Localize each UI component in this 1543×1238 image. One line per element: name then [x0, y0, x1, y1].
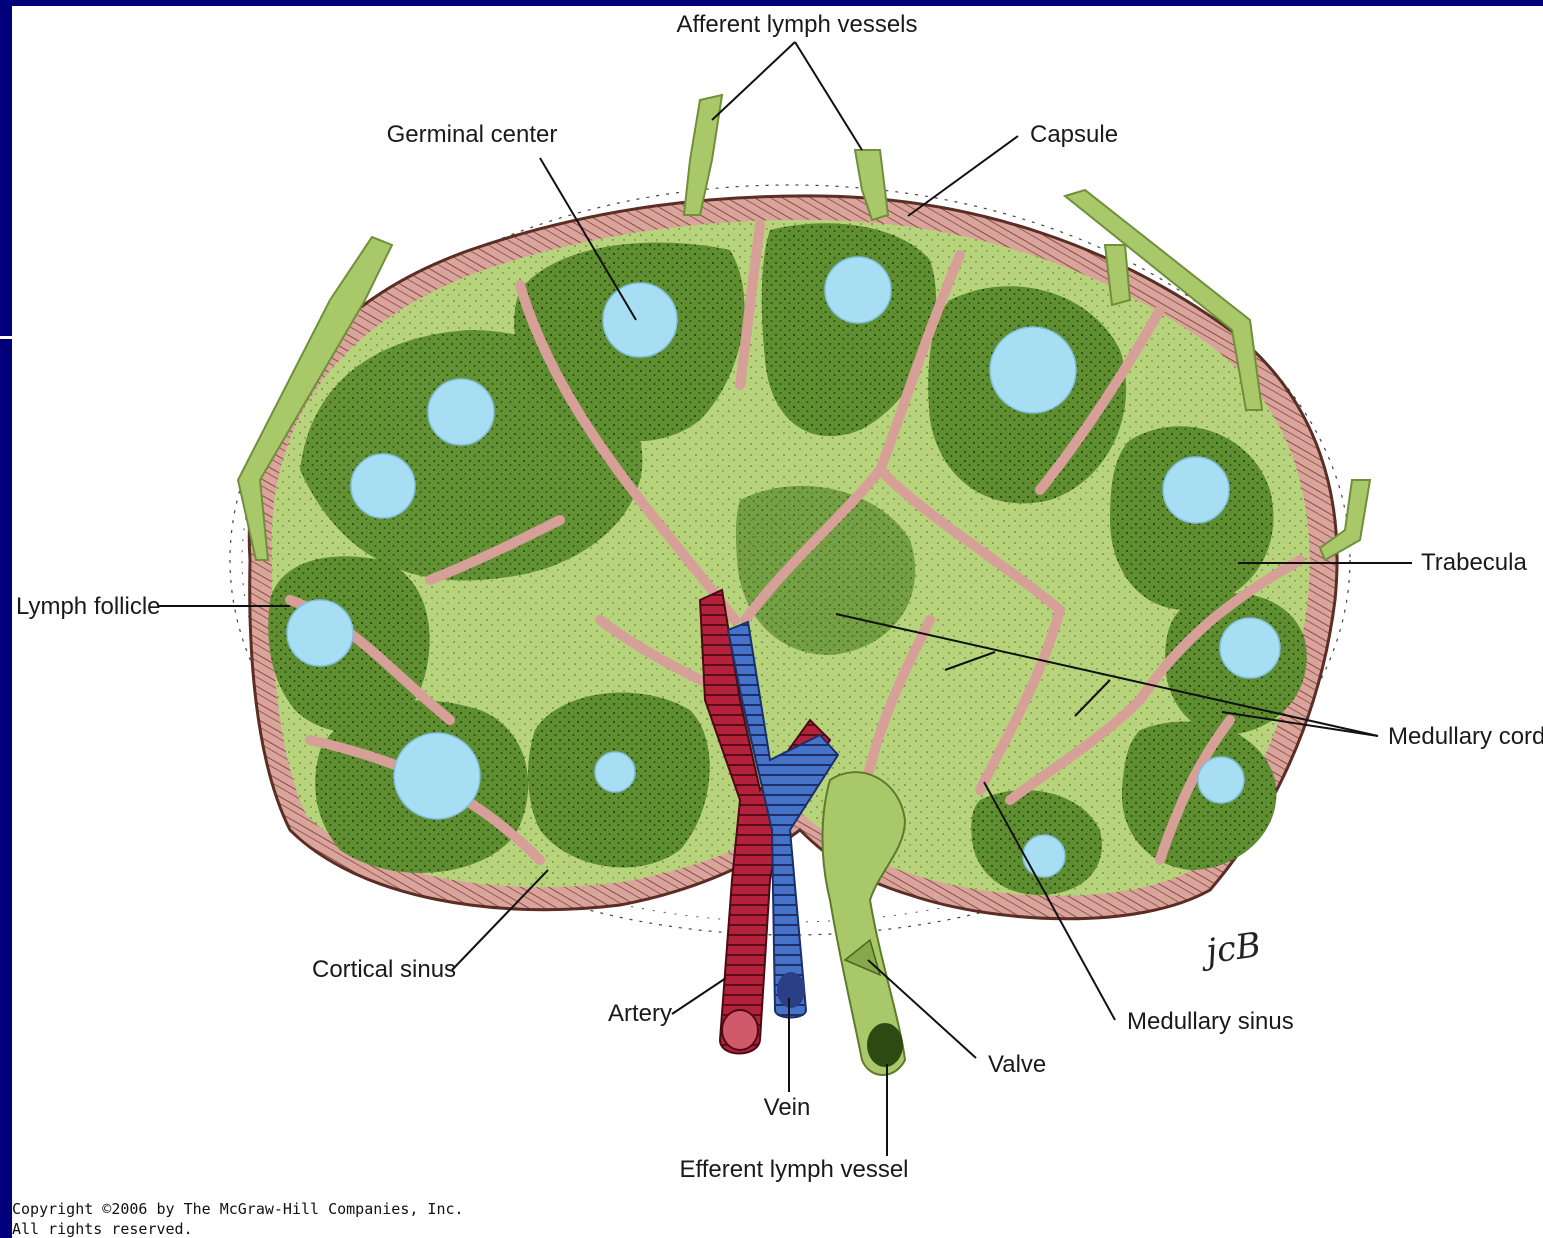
germinal-center-7	[287, 600, 353, 666]
vein-lumen	[777, 972, 805, 1008]
germinal-center-1	[603, 283, 677, 357]
copyright-line-1: Copyright ©2006 by The McGraw-Hill Compa…	[12, 1200, 464, 1218]
leader-afferent-right	[795, 42, 862, 150]
label-germinal-center: Germinal center	[387, 121, 558, 148]
leader-artery	[672, 978, 726, 1014]
germinal-center-12	[1023, 835, 1065, 877]
afferent-vessel-1	[684, 95, 722, 215]
label-vein: Vein	[764, 1094, 811, 1121]
artery-lumen	[722, 1010, 758, 1050]
label-efferent-lymph-vessel: Efferent lymph vessel	[680, 1156, 909, 1183]
label-artery: Artery	[608, 1000, 672, 1027]
efferent-vessel-lumen	[867, 1023, 903, 1067]
germinal-center-11	[1198, 757, 1244, 803]
germinal-center-8	[1220, 618, 1280, 678]
label-afferent-lymph-vessels: Afferent lymph vessels	[677, 11, 918, 38]
germinal-center-3	[990, 327, 1076, 413]
germinal-center-6	[1163, 457, 1229, 523]
label-medullary-sinus: Medullary sinus	[1127, 1008, 1294, 1035]
copyright-line-2: All rights reserved.	[12, 1220, 193, 1238]
artist-signature: jcB	[1197, 925, 1264, 973]
germinal-center-9	[394, 733, 480, 819]
germinal-center-10	[595, 752, 635, 792]
leader-afferent-left	[712, 42, 795, 120]
label-lymph-follicle: Lymph follicle	[16, 593, 161, 620]
label-medullary-cords: Medullary cords	[1388, 723, 1543, 750]
germinal-center-2	[825, 257, 891, 323]
germinal-center-5	[351, 454, 415, 518]
label-capsule: Capsule	[1030, 121, 1118, 148]
label-trabecula: Trabecula	[1421, 549, 1527, 576]
germinal-center-4	[428, 379, 494, 445]
leader-capsule	[908, 136, 1018, 216]
label-valve: Valve	[988, 1051, 1046, 1078]
label-cortical-sinus: Cortical sinus	[312, 956, 456, 983]
